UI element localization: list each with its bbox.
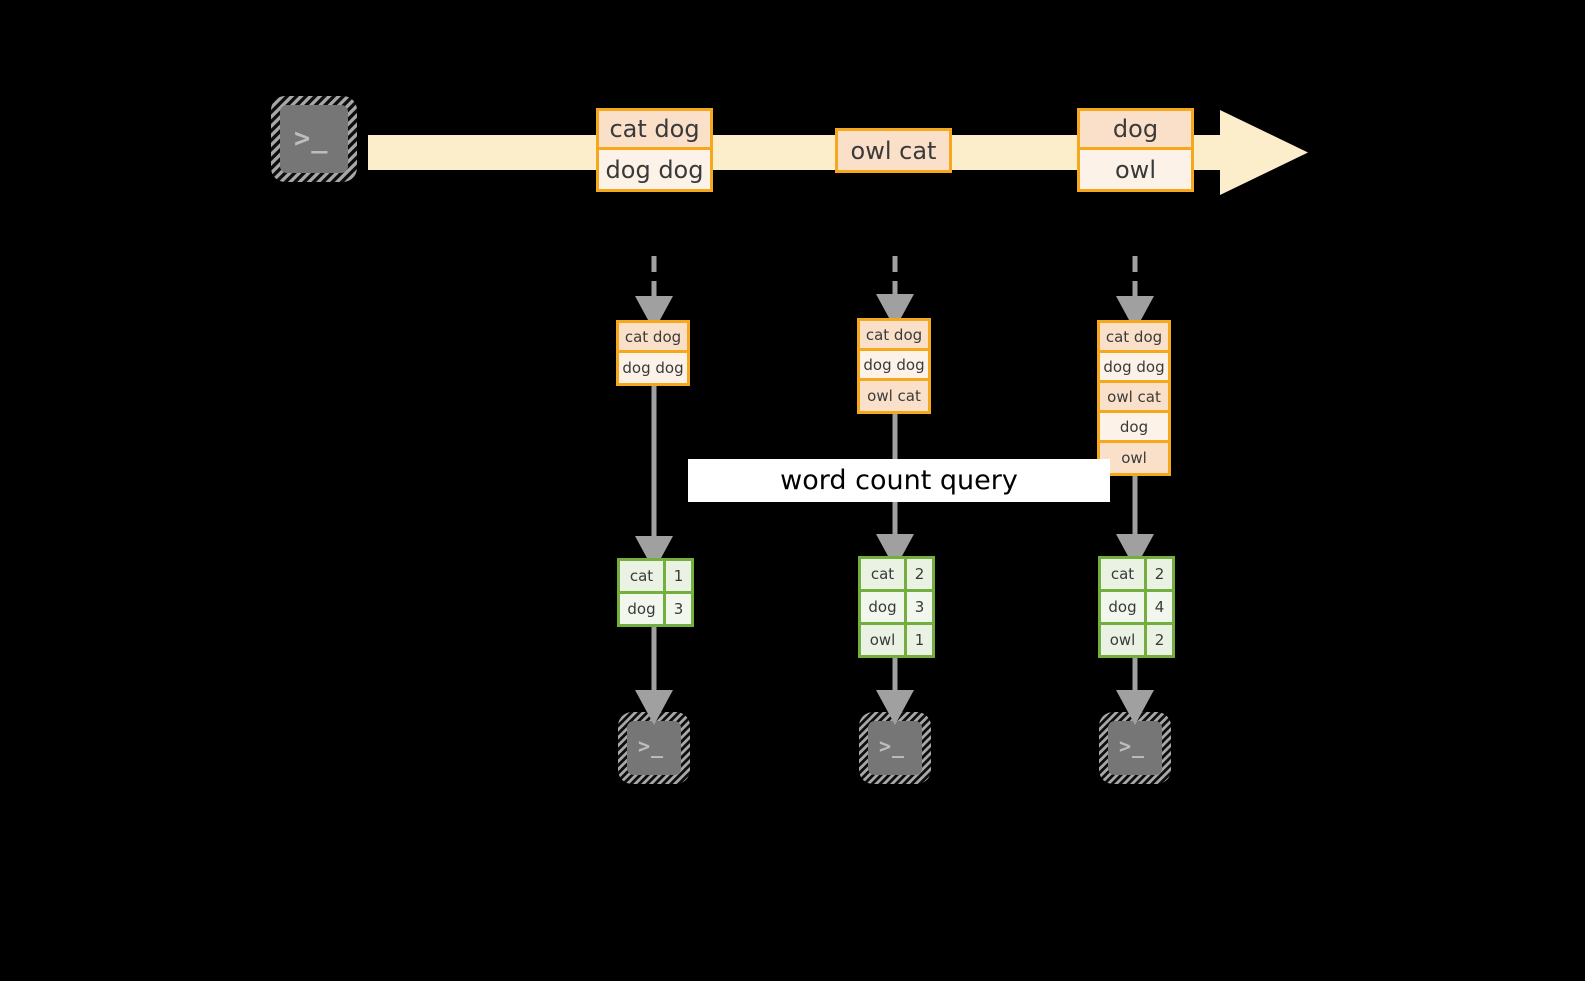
table-row: owl 2: [1101, 625, 1172, 655]
result-word: owl: [1101, 625, 1147, 655]
snapshot-line: dog dog: [860, 351, 928, 381]
query-banner-label: word count query: [780, 465, 1018, 496]
result-table-3: cat 2 dog 4 owl 2: [1098, 556, 1175, 658]
snapshot-line: owl cat: [1100, 383, 1168, 413]
table-row: cat 2: [1101, 559, 1172, 592]
stream-record-3: dog owl: [1077, 108, 1194, 192]
result-count: 2: [1147, 559, 1172, 589]
snapshot-line: cat dog: [1100, 323, 1168, 353]
result-word: owl: [861, 625, 907, 655]
terminal-body: [627, 721, 681, 775]
table-row: owl 1: [861, 625, 932, 655]
sink-terminal-icon-1: >_: [618, 712, 690, 784]
source-terminal-icon: >_: [271, 96, 357, 182]
result-count: 2: [1147, 625, 1172, 655]
snapshot-line: dog dog: [1100, 353, 1168, 383]
result-table-1: cat 1 dog 3: [617, 558, 694, 627]
terminal-prompt-glyph: >_: [879, 734, 906, 758]
snapshot-line: dog dog: [619, 353, 687, 383]
terminal-prompt-glyph: >_: [638, 734, 665, 758]
result-word: dog: [620, 594, 666, 624]
snapshot-line: owl cat: [860, 381, 928, 411]
table-row: dog 3: [620, 594, 691, 624]
sink-terminal-icon-2: >_: [859, 712, 931, 784]
snapshot-line: dog: [1100, 413, 1168, 443]
snapshot-table-1: cat dog dog dog: [616, 320, 690, 386]
result-count: 4: [1147, 592, 1172, 622]
table-row: dog 3: [861, 592, 932, 625]
record-line: owl cat: [838, 131, 949, 170]
terminal-prompt-glyph: >_: [294, 123, 329, 154]
table-row: cat 2: [861, 559, 932, 592]
snapshot-table-2: cat dog dog dog owl cat: [857, 318, 931, 414]
record-line: cat dog: [599, 111, 710, 150]
query-banner: word count query: [688, 459, 1110, 502]
result-word: dog: [1101, 592, 1147, 622]
result-word: cat: [1101, 559, 1147, 589]
stream-record-2: owl cat: [835, 128, 952, 173]
result-table-2: cat 2 dog 3 owl 1: [858, 556, 935, 658]
record-line: owl: [1080, 150, 1191, 189]
snapshot-table-3: cat dog dog dog owl cat dog owl: [1097, 320, 1171, 476]
terminal-body: [868, 721, 922, 775]
result-count: 3: [907, 592, 932, 622]
result-word: cat: [620, 561, 666, 591]
stream-record-1: cat dog dog dog: [596, 108, 713, 192]
table-row: cat 1: [620, 561, 691, 594]
result-count: 2: [907, 559, 932, 589]
snapshot-line: owl: [1100, 443, 1168, 473]
result-count: 1: [666, 561, 691, 591]
result-count: 1: [907, 625, 932, 655]
terminal-prompt-glyph: >_: [1119, 734, 1146, 758]
snapshot-line: cat dog: [860, 321, 928, 351]
terminal-body: [280, 105, 348, 173]
snapshot-line: cat dog: [619, 323, 687, 353]
table-row: dog 4: [1101, 592, 1172, 625]
result-count: 3: [666, 594, 691, 624]
result-word: dog: [861, 592, 907, 622]
record-line: dog dog: [599, 150, 710, 189]
record-line: dog: [1080, 111, 1191, 150]
sink-terminal-icon-3: >_: [1099, 712, 1171, 784]
result-word: cat: [861, 559, 907, 589]
terminal-body: [1108, 721, 1162, 775]
